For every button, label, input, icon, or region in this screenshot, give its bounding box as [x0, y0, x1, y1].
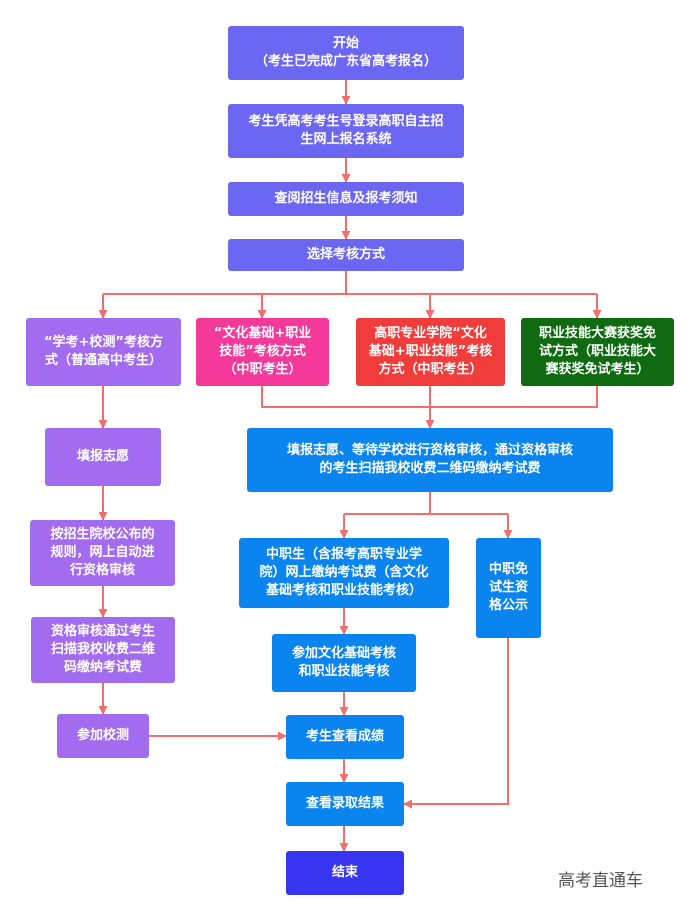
node-method-college: 高职专业学院“文化 基础+职业技能”考核 方式（中职考生） — [356, 318, 505, 386]
node-fill-review-pay: 填报志愿、等待学校进行资格审核，通过资格审核 的考生扫描我校收费二维码缴纳考试费 — [247, 428, 613, 492]
node-start: 开始 （考生已完成广东省高考报名） — [228, 26, 464, 80]
node-auto-review: 按招生院校公布的 规则，网上自动进 行资格审核 — [30, 520, 175, 586]
node-fill-wishes: 填报志愿 — [45, 428, 161, 486]
node-login: 考生凭高考考生号登录高职自主招 生网上报名系统 — [228, 104, 464, 158]
node-pay-qr-left: 资格审核通过考生 扫描我校收费二维 码缴纳考试费 — [31, 617, 175, 683]
watermark-text: 高考直通车 — [558, 871, 643, 891]
node-exempt-publicity: 中职免 试生资 格公示 — [476, 538, 541, 638]
node-choose-method: 选择考核方式 — [228, 239, 464, 271]
node-check-admission: 查看录取结果 — [286, 782, 404, 826]
node-attend-exam: 参加文化基础考核 和职业技能考核 — [272, 634, 416, 692]
node-end: 结束 — [286, 851, 404, 895]
node-online-pay: 中职生（含报考高职专业学 院）网上缴纳考试费（含文化 基础考核和职业技能考核） — [239, 538, 449, 608]
node-attend-test: 参加校测 — [57, 714, 149, 758]
node-method-academic: “学考+校测”考核方 式（普通高中考生） — [26, 318, 181, 386]
node-read-info: 查阅招生信息及报考须知 — [228, 182, 464, 216]
node-method-competition: 职业技能大赛获奖免 试方式（职业技能大 赛获奖免试考生） — [521, 318, 674, 386]
node-method-culture-skill: “文化基础+职业 技能”考核方式 （中职考生） — [196, 318, 329, 386]
connector-exempt-admission — [403, 638, 509, 809]
node-check-scores: 考生查看成绩 — [286, 715, 404, 759]
